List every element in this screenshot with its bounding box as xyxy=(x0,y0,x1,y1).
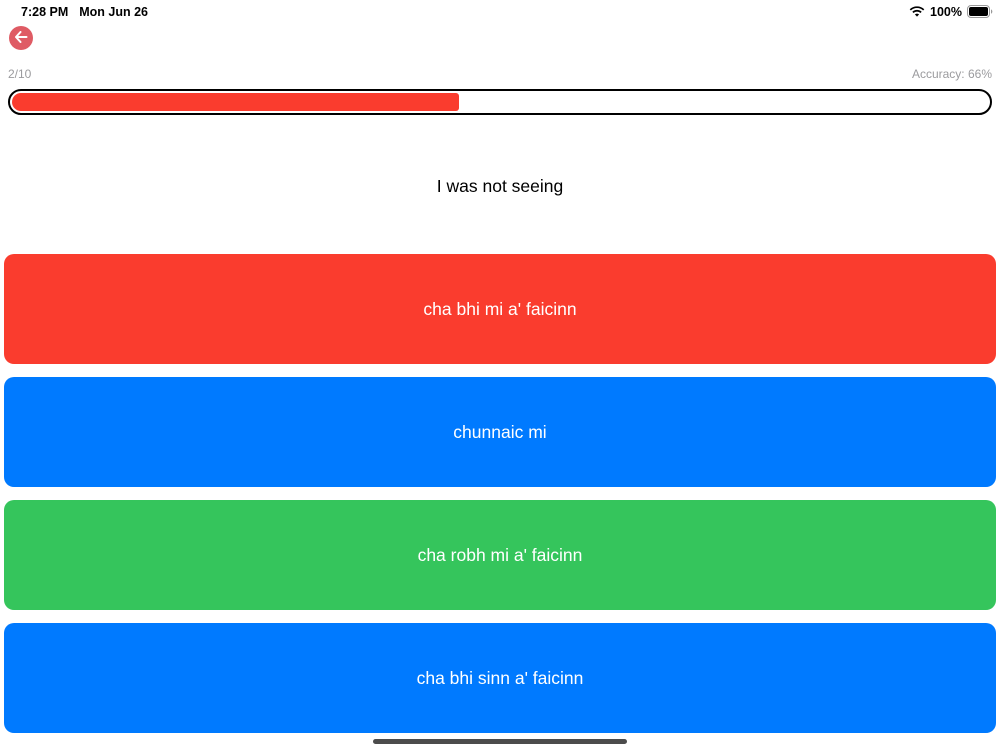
progress-bar-track xyxy=(8,89,992,115)
status-bar: 7:28 PM Mon Jun 26 100% xyxy=(0,0,1000,20)
home-indicator[interactable] xyxy=(373,739,627,744)
answer-label: cha robh mi a' faicinn xyxy=(417,544,583,565)
wifi-icon xyxy=(909,5,925,18)
battery-percent: 100% xyxy=(930,4,962,19)
answer-button-1[interactable]: cha bhi mi a' faicinn xyxy=(4,254,996,364)
progress-bar-fill xyxy=(12,93,459,111)
question-counter: 2/10 xyxy=(8,67,32,81)
question-text: I was not seeing xyxy=(436,176,564,196)
answer-button-3[interactable]: cha robh mi a' faicinn xyxy=(4,500,996,610)
answer-label: chunnaic mi xyxy=(453,421,547,442)
answer-list: cha bhi mi a' faicinn chunnaic mi cha ro… xyxy=(4,254,996,746)
status-time: 7:28 PM xyxy=(21,4,69,19)
answer-button-2[interactable]: chunnaic mi xyxy=(4,377,996,487)
back-button[interactable] xyxy=(9,26,33,50)
progress-labels: 2/10 Accuracy: 66% xyxy=(8,67,992,81)
battery-icon xyxy=(967,5,993,18)
accuracy-label: Accuracy: 66% xyxy=(911,67,992,81)
back-arrow-icon xyxy=(14,30,28,46)
answer-label: cha bhi sinn a' faicinn xyxy=(416,667,584,688)
answer-button-4[interactable]: cha bhi sinn a' faicinn xyxy=(4,623,996,733)
status-date: Mon Jun 26 xyxy=(79,4,149,19)
answer-label: cha bhi mi a' faicinn xyxy=(423,298,577,319)
